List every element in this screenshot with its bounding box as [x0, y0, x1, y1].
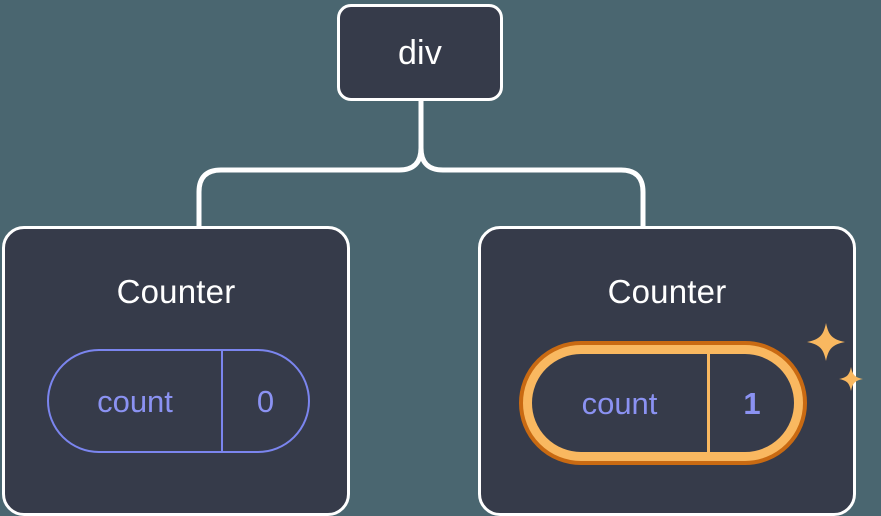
- state-pill-count-left[interactable]: count 0: [47, 349, 310, 453]
- sparkle-small-icon: [839, 367, 863, 391]
- state-pill-body: count 1: [523, 345, 803, 461]
- node-counter-left[interactable]: Counter count 0: [2, 226, 350, 516]
- state-pill-key-cell: count: [532, 354, 710, 452]
- state-pill-highlight-ring: [519, 341, 807, 465]
- diagram-canvas: div Counter count 0 Counter count 1: [2, 4, 863, 516]
- state-value-label: 1: [743, 385, 761, 421]
- state-key-label: count: [97, 383, 173, 419]
- state-value-label: 0: [256, 383, 275, 419]
- state-pill-value-cell: 1: [710, 354, 794, 452]
- counter-left-title: Counter: [116, 273, 236, 310]
- sparkle-group: [807, 323, 863, 391]
- state-pill-value-cell: 0: [223, 351, 308, 451]
- node-counter-right[interactable]: Counter count 1: [478, 226, 863, 516]
- state-pill-count-right[interactable]: count 1: [519, 341, 807, 465]
- state-pill-key-cell: count: [49, 351, 223, 451]
- node-div[interactable]: div: [337, 4, 503, 101]
- state-key-label: count: [581, 385, 658, 421]
- sparkle-large-icon: [807, 323, 845, 361]
- node-div-label: div: [397, 33, 443, 72]
- counter-right-title: Counter: [607, 273, 727, 310]
